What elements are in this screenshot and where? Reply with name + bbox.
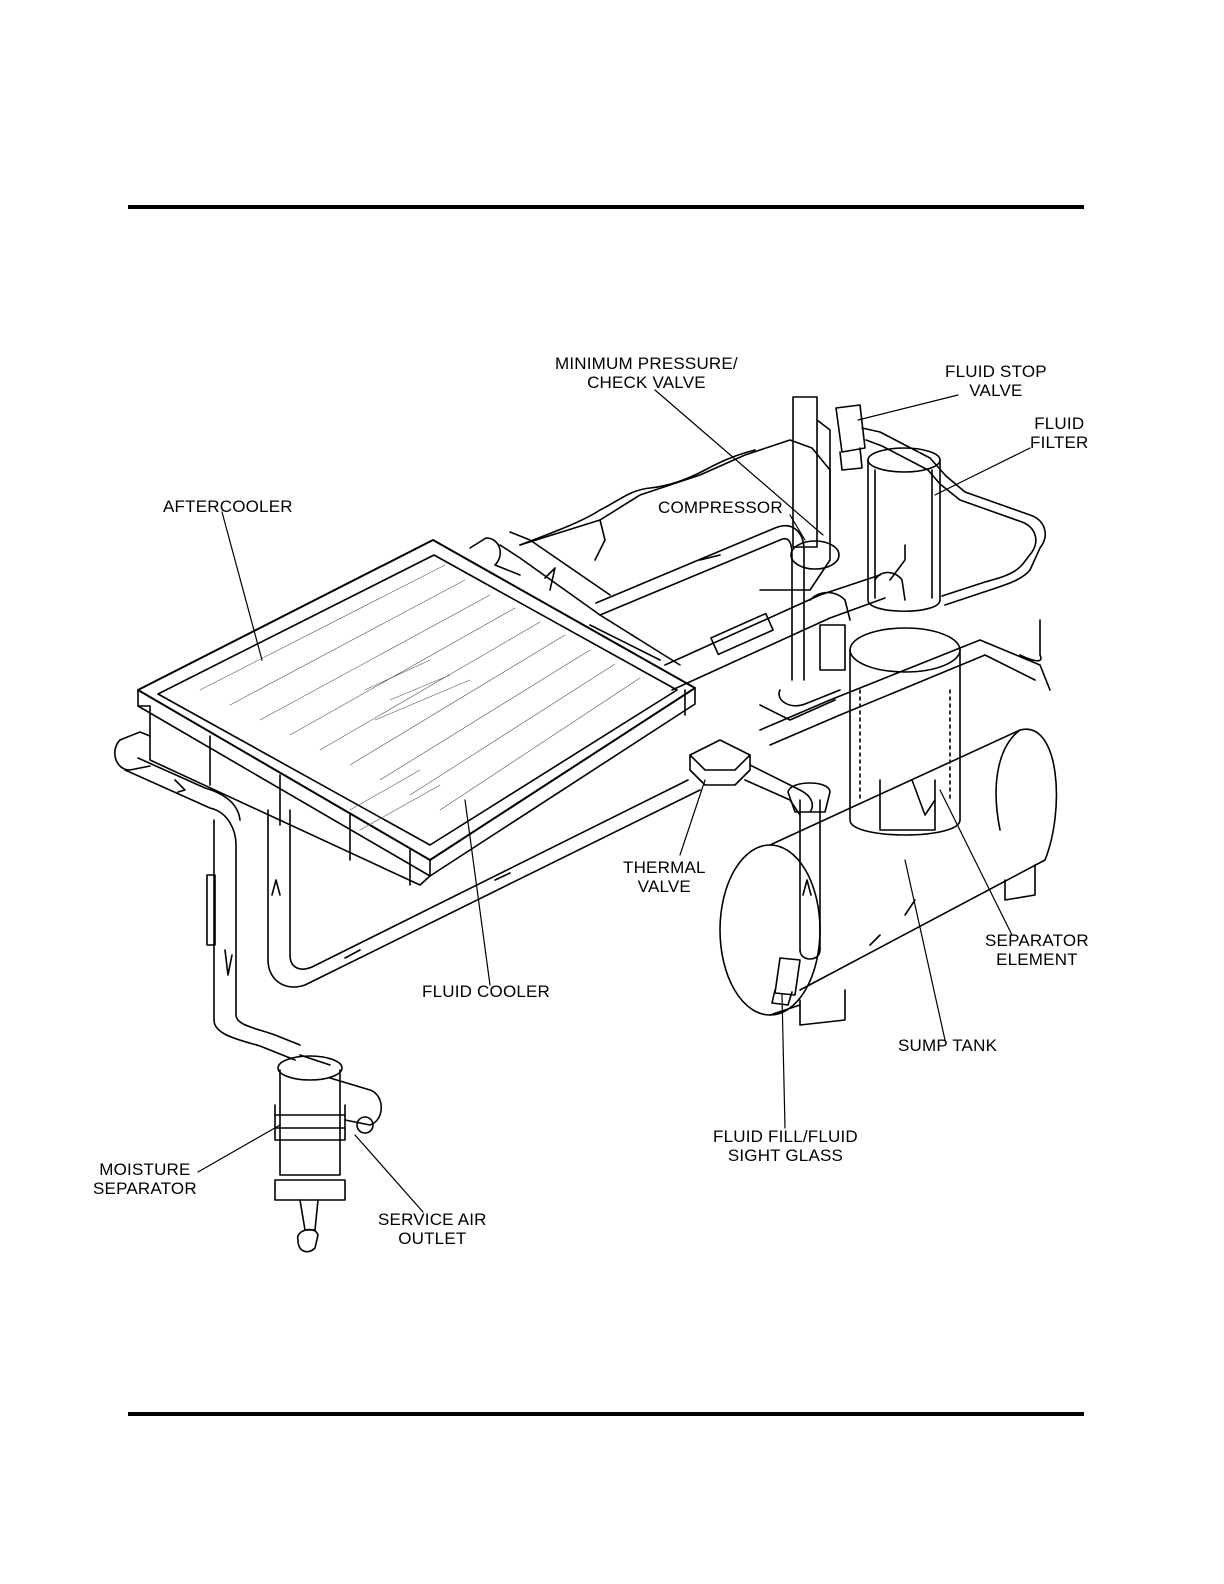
leader-fluid-stop [858,395,958,420]
moisture-separator [275,1055,381,1252]
label-fluid-cooler: FLUID COOLER [422,982,550,1001]
label-separator-element: SEPARATOR ELEMENT [985,931,1089,969]
leader-fluid-filter [935,448,1030,495]
compressor [520,397,839,590]
air-discharge-piping [115,732,300,1060]
leader-fluid-fill [782,995,785,1128]
label-moisture-separator: MOISTURE SEPARATOR [93,1160,197,1198]
leader-moisture-separator [198,1125,280,1172]
leader-fluid-cooler [465,800,490,985]
label-service-air-outlet: SERVICE AIR OUTLET [378,1210,487,1248]
label-fluid-fill-sight-glass: FLUID FILL/FLUID SIGHT GLASS [713,1127,858,1165]
leader-lines [198,390,1030,1212]
label-minimum-pressure-check-valve: MINIMUM PRESSURE/ CHECK VALVE [555,354,738,392]
label-fluid-stop-valve: FLUID STOP VALVE [945,362,1047,400]
sump-inlet-pipe [772,783,830,1005]
leader-sump-tank [905,860,945,1040]
sump-tank [720,729,1056,1025]
label-compressor: COMPRESSOR [658,498,783,517]
middle-piping [665,545,905,720]
leader-service-air [355,1135,423,1212]
label-thermal-valve: THERMAL VALVE [623,858,706,896]
label-fluid-filter: FLUID FILTER [1030,414,1089,452]
leader-thermal-valve [680,780,705,855]
label-aftercooler: AFTERCOOLER [163,497,293,516]
label-sump-tank: SUMP TANK [898,1036,997,1055]
leader-separator-element [940,790,1012,935]
